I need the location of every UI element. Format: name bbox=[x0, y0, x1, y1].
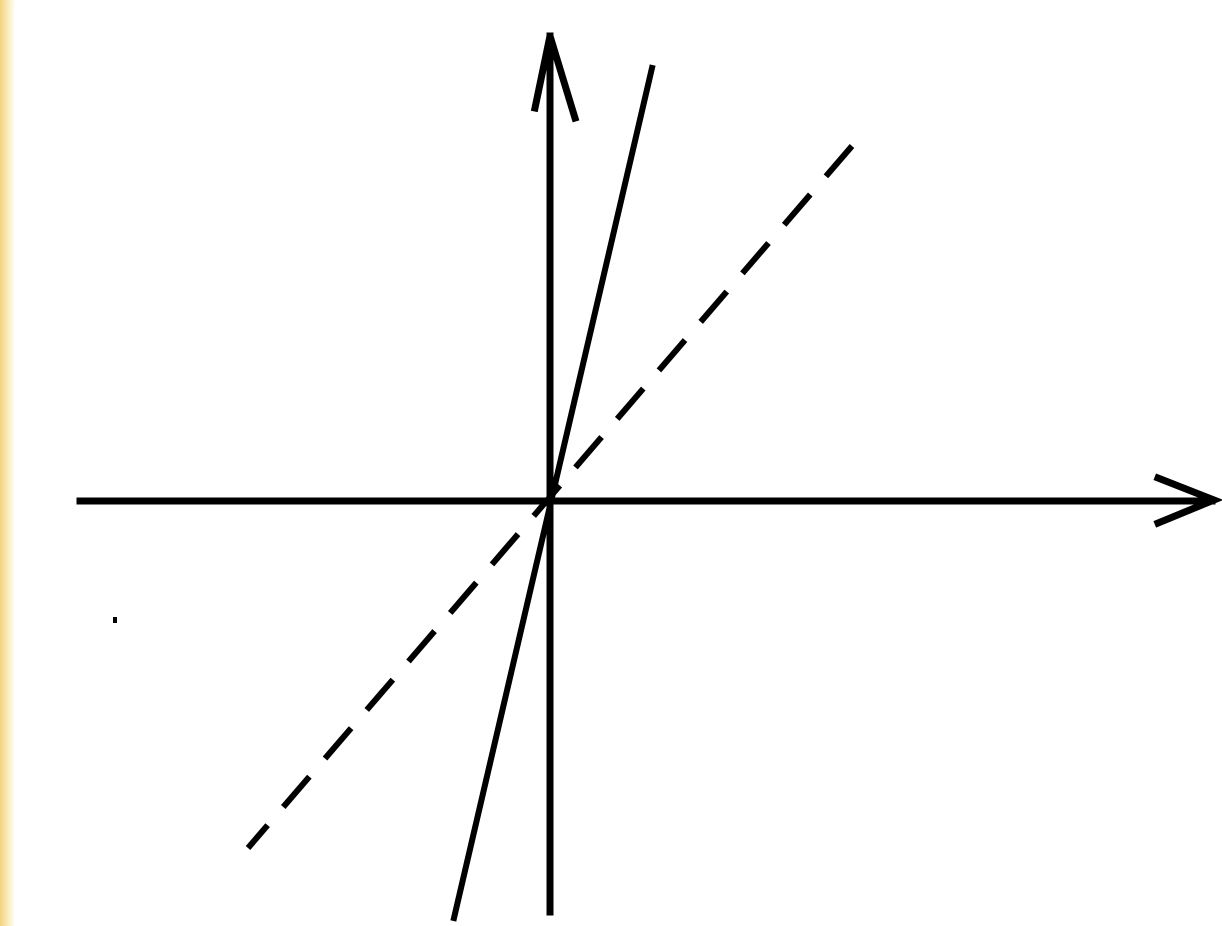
speck-mark bbox=[113, 617, 117, 623]
y-axis-arrowhead bbox=[530, 34, 580, 123]
dashed-line bbox=[245, 144, 855, 850]
x-axis-arrowhead bbox=[1153, 473, 1222, 528]
drawing-canvas bbox=[14, 6, 1222, 926]
